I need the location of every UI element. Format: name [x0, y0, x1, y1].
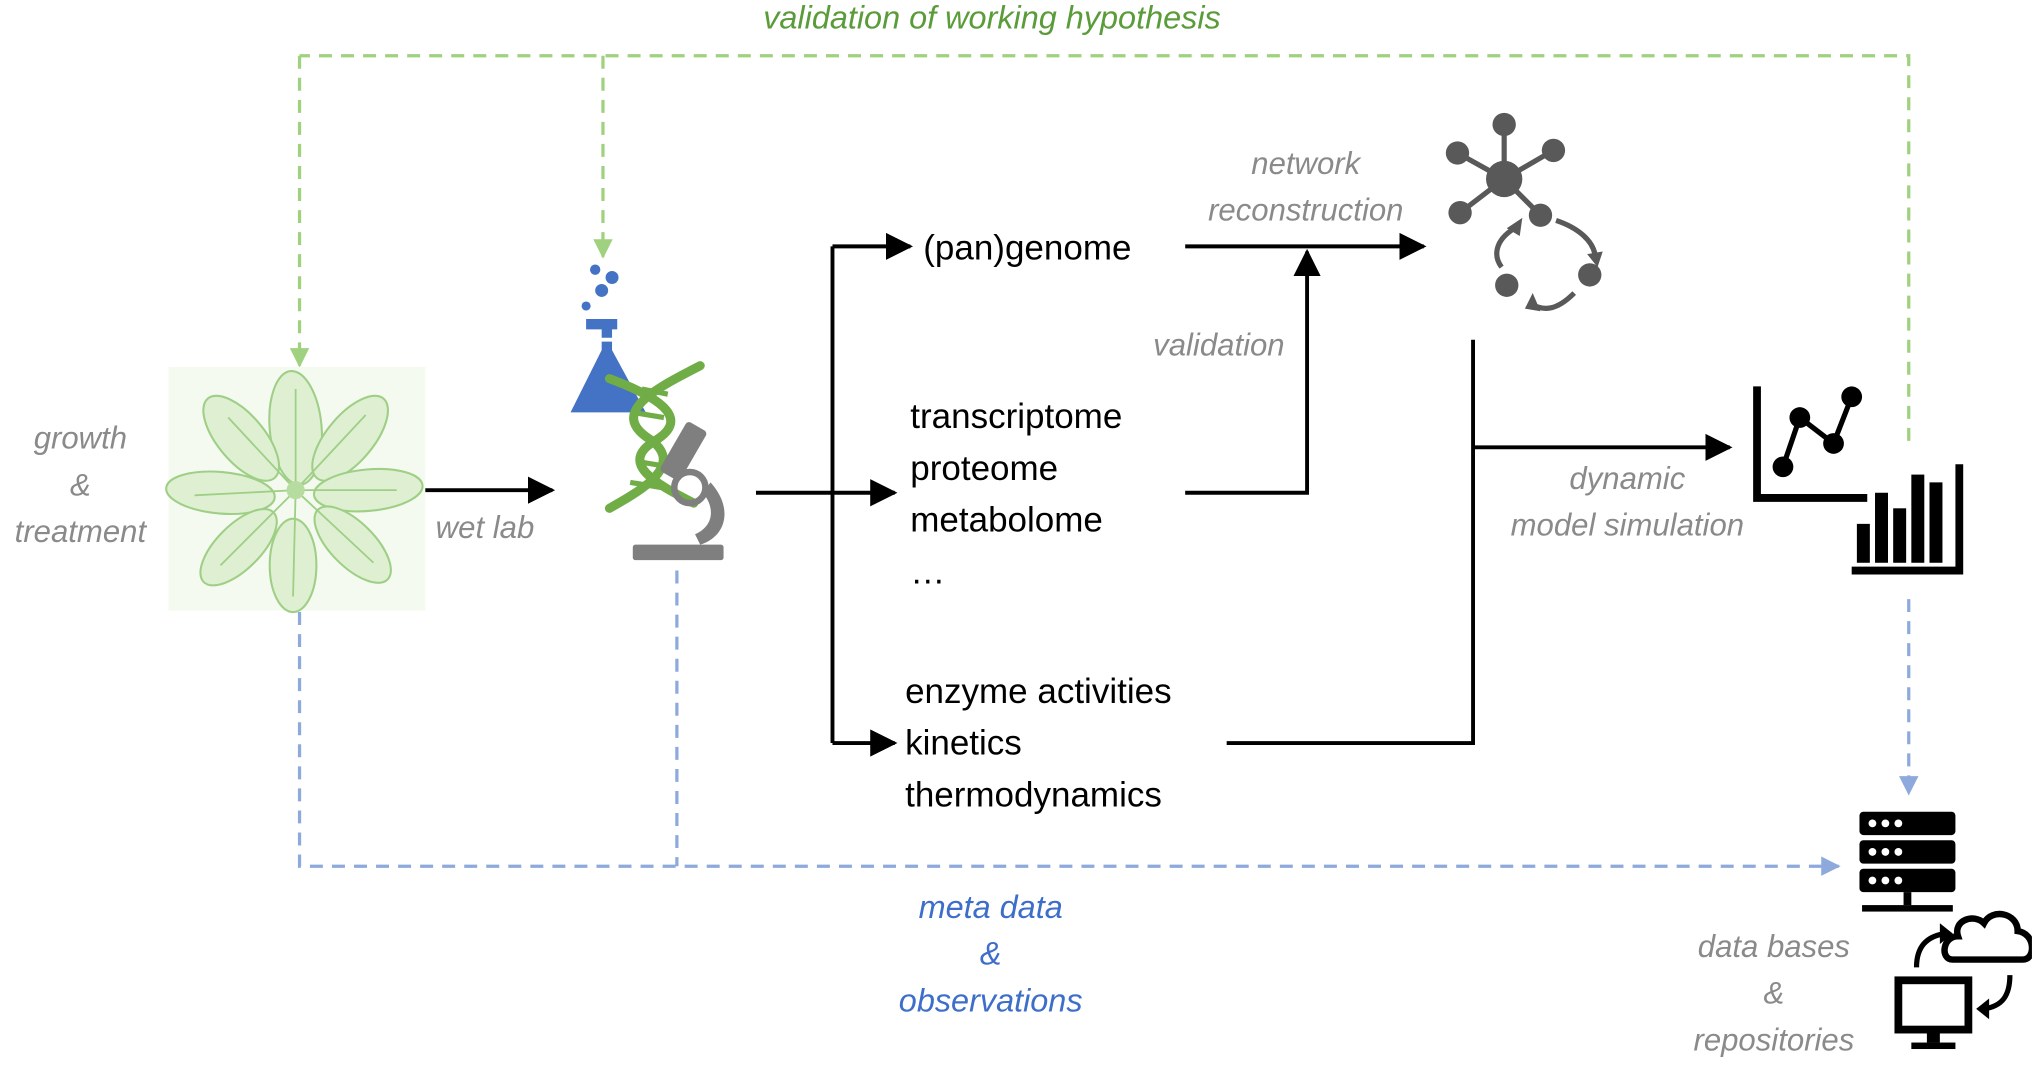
metadata-label-line-2: &: [980, 936, 1002, 972]
pangenome-label: (pan)genome: [923, 228, 1131, 267]
arrow-omics-validation: [1185, 248, 1321, 495]
databases-label-line-3: repositories: [1693, 1022, 1854, 1057]
dynamic-model-label: dynamic model simulation: [1511, 461, 1744, 543]
server-cloud-computer-icon: [1859, 811, 2032, 1050]
dynamic-model-label-line-2: model simulation: [1511, 508, 1744, 543]
flow-arrows: [420, 232, 1733, 757]
diagram-title: validation of working hypothesis: [763, 0, 1221, 36]
growth-label: growth & treatment: [15, 421, 148, 549]
omics-list: transcriptome proteome metabolome …: [910, 397, 1122, 592]
blue-dashed-from-plant: [297, 612, 1841, 876]
kinetics-list: enzyme activities kinetics thermodynamic…: [905, 672, 1171, 815]
dynamic-model-label-line-1: dynamic: [1569, 461, 1685, 496]
omics-item-transcriptome: transcriptome: [910, 397, 1122, 436]
databases-label-line-1: data bases: [1698, 929, 1850, 964]
databases-label: data bases & repositories: [1693, 929, 1854, 1057]
kinetics-item-thermodynamics: thermodynamics: [905, 776, 1162, 815]
metadata-label: meta data & observations: [899, 889, 1083, 1018]
databases-label-line-2: &: [1764, 976, 1785, 1011]
flask-dna-microscope-icon: [570, 264, 725, 561]
line-kinetics-to-model: [1226, 339, 1475, 745]
network-graph-icon: [1445, 112, 1603, 312]
network-label-line-1: network: [1251, 146, 1361, 181]
growth-label-line-3: treatment: [15, 514, 148, 549]
kinetics-item-enzyme-activities: enzyme activities: [905, 672, 1171, 711]
metadata-label-line-3: observations: [899, 982, 1083, 1018]
kinetics-item-kinetics: kinetics: [905, 724, 1022, 763]
omics-item-ellipsis: …: [910, 553, 945, 592]
metadata-arrows: [297, 570, 1919, 876]
omics-item-proteome: proteome: [910, 449, 1058, 488]
line-and-bar-chart-icon: [1753, 386, 1964, 575]
wet-lab-label: wet lab: [436, 510, 535, 545]
validation-loop-arrows: [289, 54, 1911, 441]
network-label: network reconstruction: [1208, 146, 1403, 228]
network-label-line-2: reconstruction: [1208, 192, 1403, 227]
validation-label: validation: [1153, 327, 1284, 362]
plant-rosette-icon: [165, 366, 426, 614]
growth-label-line-2: &: [70, 467, 91, 502]
green-dashed-top-line: [299, 54, 1911, 441]
omics-item-metabolome: metabolome: [910, 501, 1103, 540]
growth-label-line-1: growth: [34, 421, 127, 456]
metadata-label-line-1: meta data: [919, 889, 1063, 925]
